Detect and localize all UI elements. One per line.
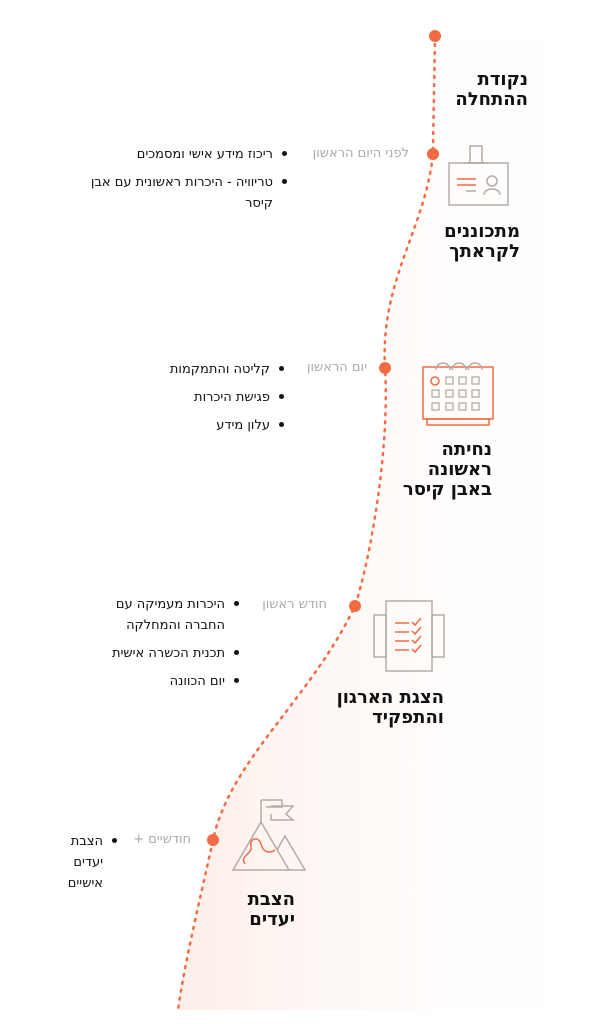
stage-time-label: חודש ראשון — [262, 597, 327, 612]
checklist-icon — [373, 600, 445, 672]
list-item: היכרות מעמיקה עם החברה והמחלקה — [79, 594, 239, 636]
mountain-flag-icon — [231, 799, 307, 871]
list-item: פגישת היכרות — [84, 387, 284, 408]
id-badge-icon — [448, 145, 509, 206]
list-item: הצבת יעדים אישיים — [42, 831, 117, 894]
stage-items-list: ריכוז מידע אישי ומסמכים טריוויה - היכרות… — [87, 144, 287, 221]
stage-items-list: קליטה והתמקמות פגישת היכרות עלון מידע — [84, 359, 284, 443]
stage-items-list: היכרות מעמיקה עם החברה והמחלקה תכנית הכש… — [79, 594, 239, 699]
stage-title-goals: הצבת יעדים — [247, 889, 295, 930]
timeline-dot — [207, 834, 219, 846]
list-item: תכנית הכשרה אישית — [79, 643, 239, 664]
stage-title-organization: הצגת הארגון והתפקיד — [336, 687, 444, 728]
calendar-icon — [422, 362, 494, 426]
list-item: ריכוז מידע אישי ומסמכים — [87, 144, 287, 165]
stage-title-start: נקודת ההתחלה — [455, 69, 528, 110]
stage-time-label: לפני היום הראשון — [312, 146, 409, 161]
timeline-dot — [379, 362, 391, 374]
list-item: קליטה והתמקמות — [84, 359, 284, 380]
timeline-dot — [349, 600, 361, 612]
background-shade — [178, 40, 611, 1010]
stage-title-preparing: מתכוננים לקראתך — [444, 221, 520, 262]
stage-time-label: חודשיים + — [133, 832, 191, 847]
timeline-dot — [427, 148, 439, 160]
stage-items-list: הצבת יעדים אישיים — [42, 831, 117, 901]
timeline-dot — [429, 30, 441, 42]
list-item: טריוויה - היכרות ראשונית עם אבן קיסר — [87, 172, 287, 214]
dotted-timeline — [176, 34, 437, 1012]
stage-time-label: יום הראשון — [306, 360, 367, 375]
stage-title-landing: נחיתה ראשונה באבן קיסר — [402, 439, 492, 500]
list-item: עלון מידע — [84, 415, 284, 436]
list-item: יום הכוונה — [79, 671, 239, 692]
